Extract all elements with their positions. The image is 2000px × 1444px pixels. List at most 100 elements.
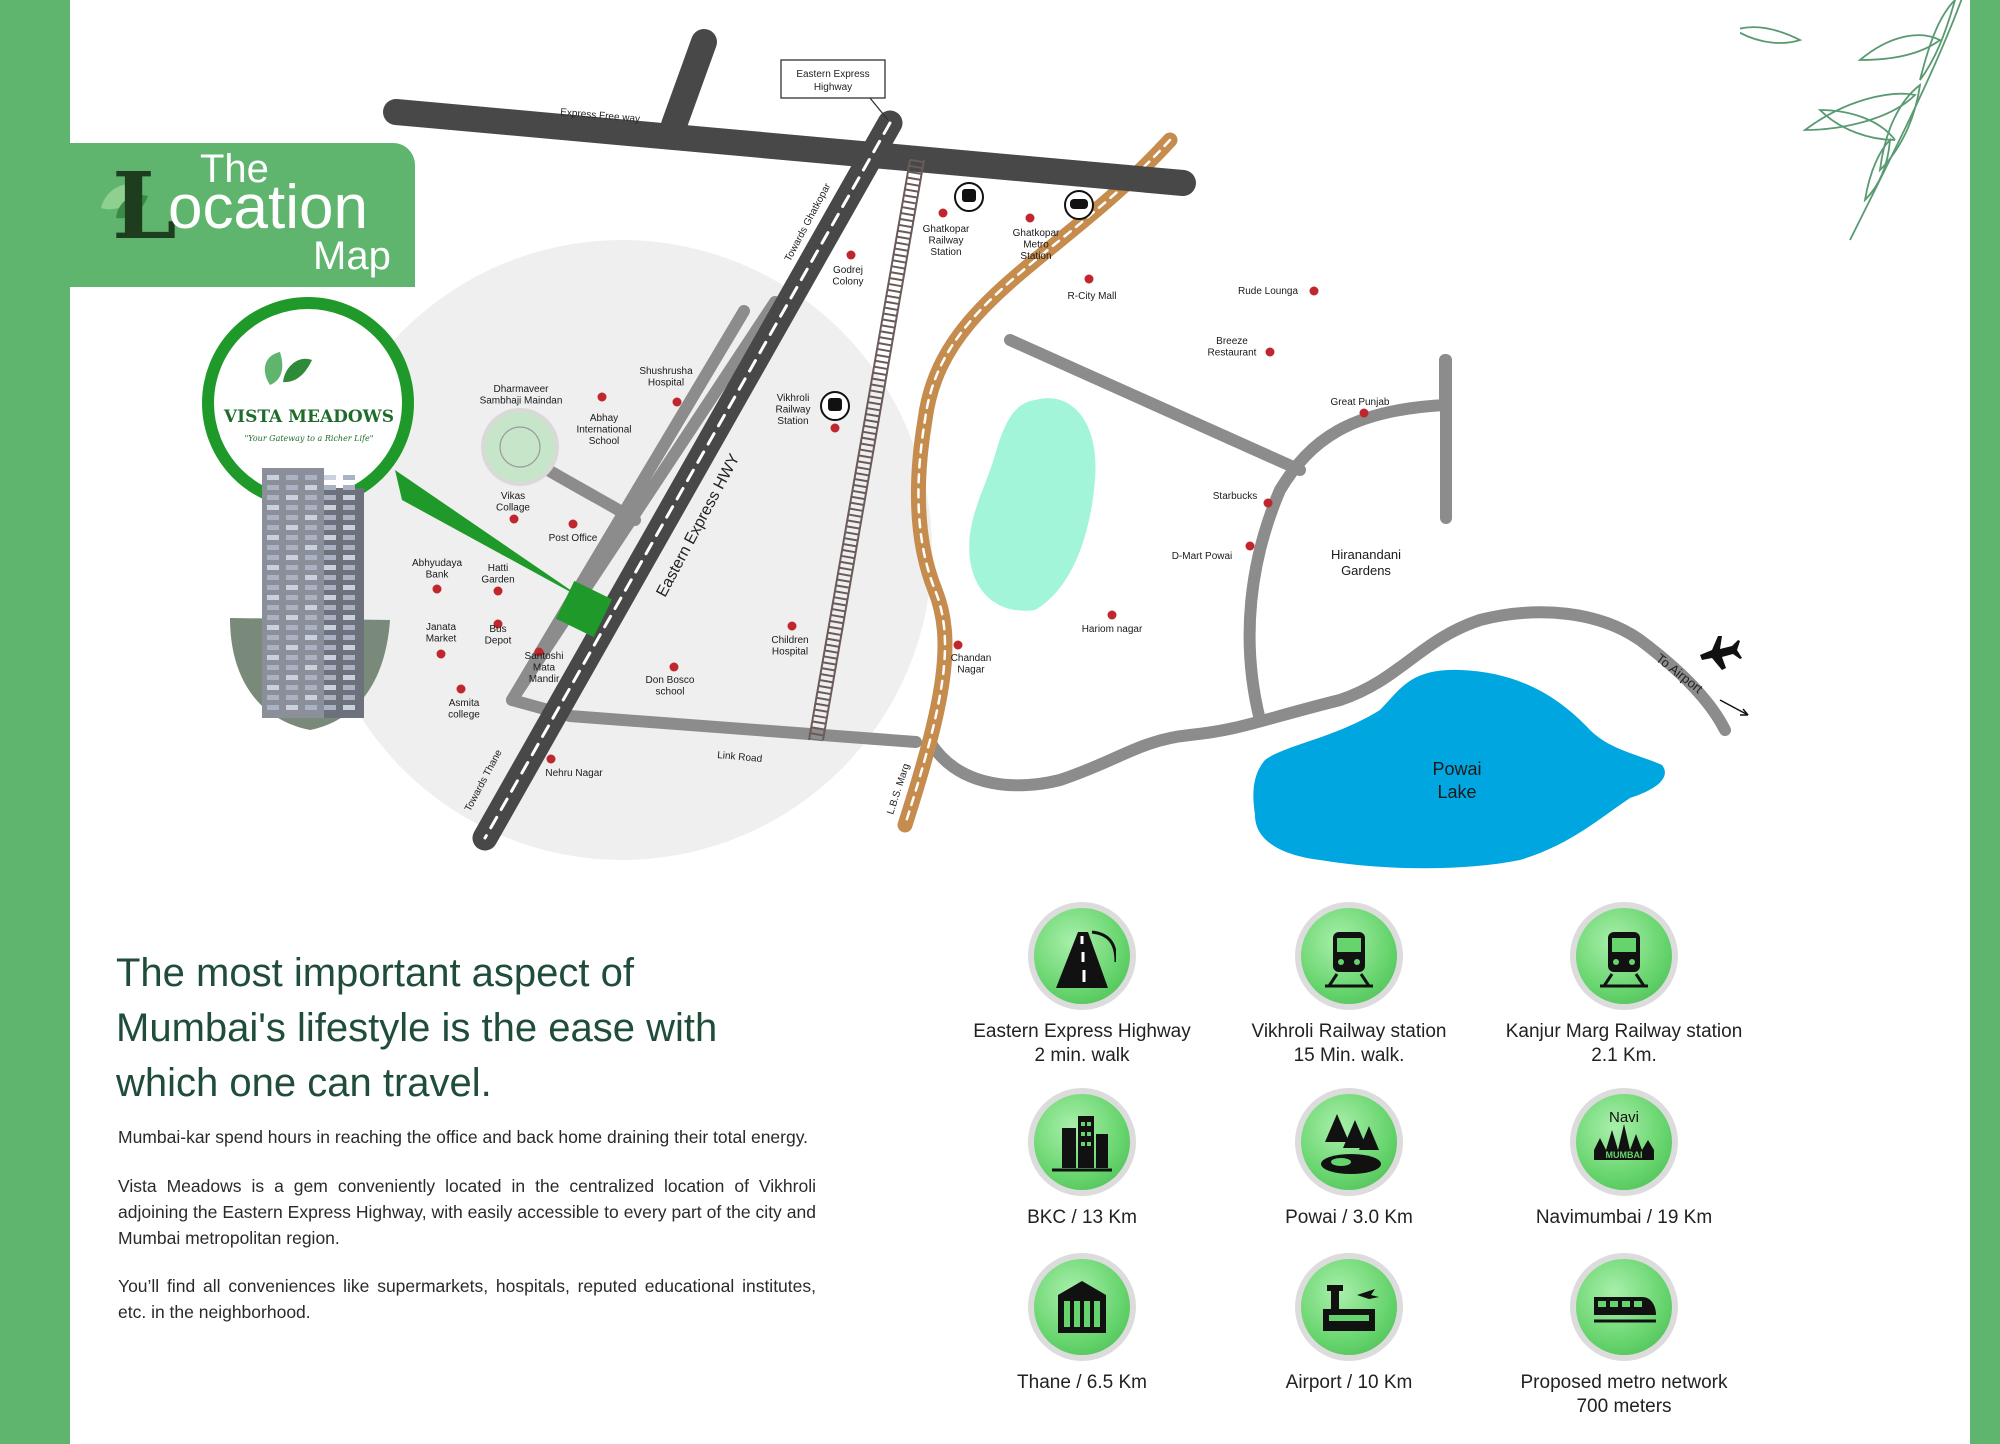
- tower-window: [286, 625, 298, 630]
- place-label: International: [576, 425, 631, 436]
- jvlr-road: [924, 606, 1731, 792]
- tower-window: [305, 585, 317, 590]
- place-label: Colony: [832, 277, 863, 288]
- location-map[interactable]: GhatkoparRailwayStationGhatkoparMetroSta…: [0, 0, 2000, 870]
- place-label: Hospital: [648, 378, 684, 389]
- place-marker[interactable]: [846, 250, 856, 260]
- place-label: Bus: [489, 624, 506, 635]
- place-marker[interactable]: [953, 640, 963, 650]
- place-label: college: [448, 710, 480, 721]
- place-marker[interactable]: [1263, 498, 1273, 508]
- title-location: ocation: [168, 173, 368, 242]
- tower-window: [324, 525, 336, 530]
- place-label: Station: [930, 247, 961, 258]
- place-marker[interactable]: [432, 584, 442, 594]
- tower-window: [343, 555, 355, 560]
- place-marker[interactable]: [568, 519, 578, 529]
- tower-window: [343, 595, 355, 600]
- tower-window: [267, 685, 279, 690]
- place-marker[interactable]: [938, 208, 948, 218]
- place-label: Abhay: [590, 413, 618, 424]
- place-marker[interactable]: [1309, 286, 1319, 296]
- tower-window: [343, 615, 355, 620]
- place-marker[interactable]: [534, 647, 544, 657]
- left-green-border: [0, 0, 70, 1444]
- amenity-ring: [1028, 1088, 1136, 1196]
- tower-window: [286, 565, 298, 570]
- place-marker[interactable]: [456, 684, 466, 694]
- place-label: Hariom nagar: [1082, 624, 1143, 635]
- place-marker[interactable]: [493, 586, 503, 596]
- amenity-ring: [1028, 1253, 1136, 1361]
- amenity-item: Airport / 10 Km: [1214, 1253, 1484, 1395]
- place-marker[interactable]: [830, 423, 840, 433]
- place-marker[interactable]: [509, 514, 519, 524]
- amenity-ring: [1028, 902, 1136, 1010]
- tower-window: [267, 665, 279, 670]
- tower-window: [305, 555, 317, 560]
- tower-window: [343, 475, 355, 480]
- tower-window: [305, 665, 317, 670]
- place-marker[interactable]: [1245, 541, 1255, 551]
- tower-window: [305, 505, 317, 510]
- tower-window: [305, 515, 317, 520]
- place-label: D-Mart Powai: [1172, 551, 1233, 562]
- tower-window: [286, 675, 298, 680]
- tower-window: [324, 535, 336, 540]
- tower-window: [324, 605, 336, 610]
- place-marker[interactable]: [787, 621, 797, 631]
- place-marker[interactable]: [1107, 610, 1117, 620]
- hiranandani-label-2: Gardens: [1341, 563, 1391, 578]
- title-the: The: [200, 147, 269, 191]
- tower-window: [267, 595, 279, 600]
- amenity-label: BKC / 13 Km: [1027, 1207, 1137, 1228]
- place-marker[interactable]: [1084, 274, 1094, 284]
- place-marker[interactable]: [597, 392, 607, 402]
- place-label: Breeze: [1216, 336, 1248, 347]
- place-label: Sambhaji Maindan: [480, 396, 563, 407]
- tower-window: [324, 585, 336, 590]
- place-marker[interactable]: [436, 649, 446, 659]
- place-label: Railway: [928, 236, 963, 247]
- tower-window: [286, 545, 298, 550]
- tower-window: [267, 545, 279, 550]
- tower-window: [286, 495, 298, 500]
- place-label: Ghatkopar: [923, 224, 970, 235]
- right-green-border: [1970, 0, 2000, 1444]
- link-road-label: Link Road: [717, 750, 763, 765]
- place-marker[interactable]: [669, 662, 679, 672]
- tower-window: [343, 515, 355, 520]
- tower-window: [324, 655, 336, 660]
- place-label: Collage: [496, 503, 530, 514]
- tower-window: [324, 625, 336, 630]
- place-label: Restaurant: [1208, 348, 1257, 359]
- city-buildings-icon: [1034, 1094, 1130, 1190]
- tower-window: [267, 625, 279, 630]
- tower-window: [286, 575, 298, 580]
- tower-window: [343, 485, 355, 490]
- amenity-label: Airport / 10 Km: [1285, 1372, 1413, 1393]
- tower-window: [286, 475, 298, 480]
- place-label: school: [656, 687, 685, 698]
- tower-window: [305, 535, 317, 540]
- tower-window: [286, 525, 298, 530]
- place-label: Dharmaveer: [493, 384, 549, 395]
- place-marker[interactable]: [672, 397, 682, 407]
- tower-window: [305, 495, 317, 500]
- place-label: Nagar: [957, 665, 985, 676]
- powai-lake-label-1: Powai: [1432, 759, 1481, 779]
- tower-window: [305, 655, 317, 660]
- place-marker[interactable]: [1265, 347, 1275, 357]
- tower-window: [267, 615, 279, 620]
- place-label: Abhyudaya: [412, 558, 462, 569]
- place-marker[interactable]: [1025, 213, 1035, 223]
- amenity-ring: [1295, 1088, 1403, 1196]
- place-marker[interactable]: [1359, 408, 1369, 418]
- place-label: Bank: [426, 570, 450, 581]
- place-marker[interactable]: [493, 619, 503, 629]
- tower-window: [324, 555, 336, 560]
- amenity-label: Powai / 3.0 Km: [1285, 1207, 1413, 1228]
- place-marker[interactable]: [546, 754, 556, 764]
- project-location-marker: [555, 580, 613, 638]
